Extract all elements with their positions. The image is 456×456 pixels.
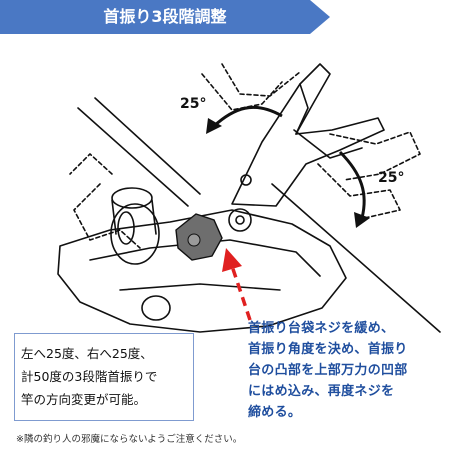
adjustment-instructions: 首振り台袋ネジを緩め、 首振り角度を決め、首振り 台の凸部を上部万力の凹部 には… [248,318,456,423]
instruction-line: にはめ込み、再度ネジを [248,384,395,399]
banner-title: 首振り3段階調整 [103,7,227,26]
instruction-line: 締める。 [248,405,302,420]
info-line: 計50度の3段階首振りで [21,369,158,384]
tightening-knob [175,213,223,261]
rotation-arrow-right [338,150,370,228]
instruction-line: 首振り台袋ネジを緩め、 [248,321,395,336]
angle-label-right: 25° [378,170,405,186]
instruction-line: 首振り角度を決め、首振り [248,342,408,357]
banner-arrow-shape [0,0,330,34]
swivel-info-box: 左へ25度、右へ25度、 計50度の3段階首振りで 竿の方向変更が可能。 [14,333,194,421]
info-line: 左へ25度、右へ25度、 [21,346,153,361]
title-banner: 首振り3段階調整 [0,0,456,34]
clamp-illustration [57,63,441,333]
red-pointer-arrow [222,248,252,321]
angle-label-left: 25° [180,96,207,112]
footnote: ※隣の釣り人の邪魔にならないようご注意ください。 [16,434,243,445]
info-line: 竿の方向変更が可能。 [21,392,147,407]
instruction-line: 台の凸部を上部万力の凹部 [248,363,408,378]
rotation-arrow-left [206,105,283,134]
